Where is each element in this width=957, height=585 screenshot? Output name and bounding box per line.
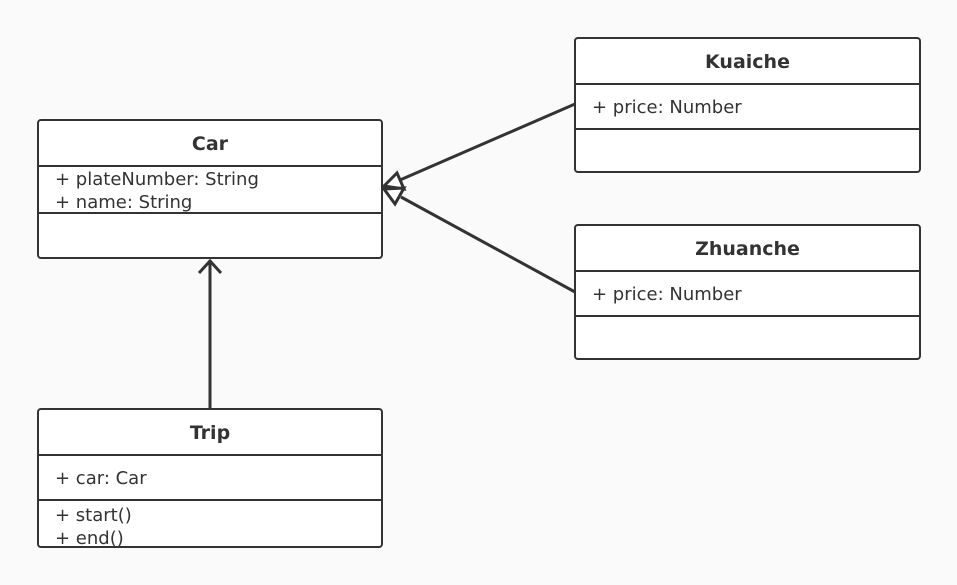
- class-trip-name: Trip: [39, 410, 381, 456]
- class-zhuanche[interactable]: Zhuanche + price: Number: [574, 224, 921, 360]
- class-zhuanche-name: Zhuanche: [576, 226, 919, 272]
- class-trip[interactable]: Trip + car: Car + start() + end(): [37, 408, 383, 549]
- class-car-name: Car: [39, 121, 381, 167]
- class-kuaiche[interactable]: Kuaiche + price: Number: [574, 37, 921, 173]
- trip-association-arrowhead: [197, 258, 223, 275]
- attribute: + price: Number: [592, 97, 742, 118]
- attribute: + car: Car: [55, 468, 147, 489]
- class-zhuanche-operations: [576, 317, 919, 358]
- attribute: + name: String: [55, 192, 193, 213]
- kuaiche-generalization-line: [399, 102, 576, 182]
- zhuanche-generalization-arrowhead: [381, 186, 407, 207]
- class-zhuanche-attributes: + price: Number: [576, 272, 919, 317]
- class-kuaiche-operations: [576, 130, 919, 171]
- class-trip-attributes: + car: Car: [39, 456, 381, 501]
- class-kuaiche-name: Kuaiche: [576, 39, 919, 85]
- class-car-operations: [39, 214, 381, 257]
- kuaiche-generalization-arrowhead: [380, 170, 407, 191]
- class-kuaiche-attributes: + price: Number: [576, 85, 919, 130]
- class-car[interactable]: Car + plateNumber: String + name: String: [37, 119, 383, 259]
- attribute: + price: Number: [592, 284, 742, 305]
- operation: + start(): [55, 505, 132, 526]
- attribute: + plateNumber: String: [55, 169, 259, 190]
- operation: + end(): [55, 528, 124, 549]
- class-trip-operations: + start() + end(): [39, 501, 381, 549]
- class-car-attributes: + plateNumber: String + name: String: [39, 167, 381, 214]
- zhuanche-generalization-line: [400, 195, 576, 294]
